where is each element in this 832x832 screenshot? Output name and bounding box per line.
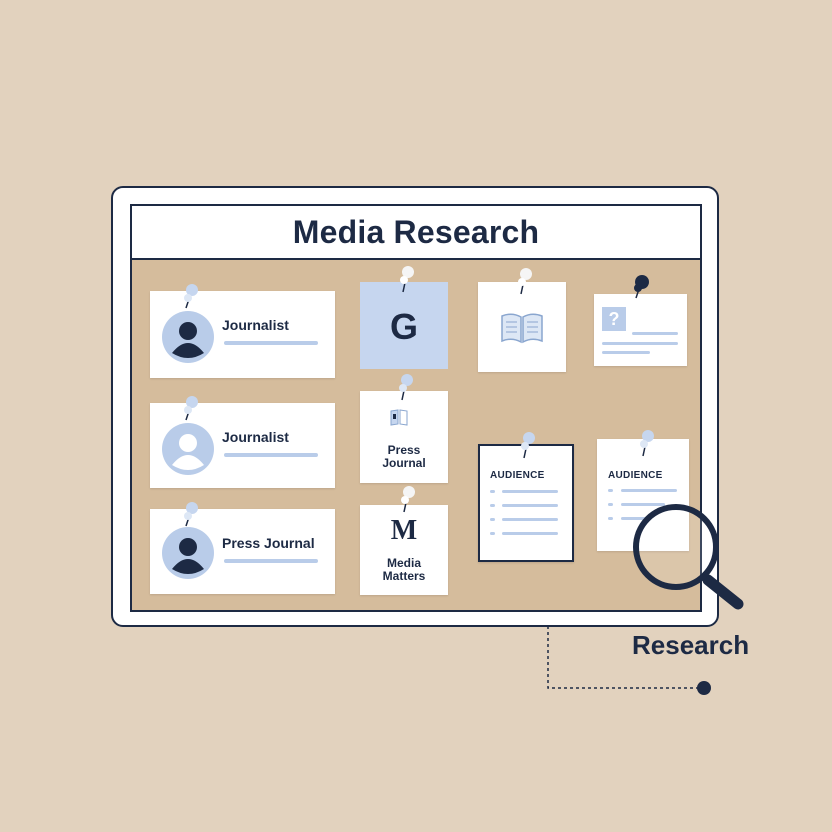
question-mark: ? [608, 308, 620, 329]
pushpin-icon [634, 275, 649, 299]
pushpin-icon [400, 266, 414, 293]
tile-text-line2: Matters [382, 569, 426, 583]
tile-text-line2: Journal [382, 456, 426, 470]
question-mark-box: ? [602, 307, 626, 331]
press-journal-tile[interactable]: Press Journal [360, 391, 448, 483]
question-note-card[interactable]: ? [594, 294, 687, 366]
page-title: Media Research [292, 213, 540, 250]
pushpin-icon [518, 268, 532, 295]
pushpin-icon [521, 432, 535, 459]
pushpin-icon [399, 374, 413, 401]
text-line [632, 332, 678, 335]
research-window: Media Research Journalist Journalist [111, 186, 719, 627]
g-logo-card[interactable]: G [360, 282, 448, 369]
person-avatar-icon [162, 311, 214, 363]
pushpin-icon [184, 502, 198, 527]
card-label: Press Journal [222, 535, 315, 551]
media-matters-tile[interactable]: M Media Matters [360, 505, 448, 595]
person-avatar-icon [162, 423, 214, 475]
bullet-line [490, 490, 495, 493]
pushpin-icon [640, 430, 654, 457]
bullet-line [490, 532, 495, 535]
g-logo: G [389, 306, 418, 347]
bullet-line [490, 504, 495, 507]
text-line [224, 559, 318, 563]
card-label: Journalist [222, 317, 289, 333]
bullet-line [608, 517, 613, 520]
bullet-line [608, 503, 613, 506]
bullet-line [621, 489, 677, 492]
bullet-line [490, 518, 495, 521]
bullet-line [502, 518, 558, 521]
bullet-line [502, 490, 558, 493]
text-line [602, 342, 678, 345]
journalist-card-2[interactable]: Journalist [150, 403, 335, 488]
pushpin-icon [184, 284, 198, 309]
bullet-line [608, 489, 613, 492]
text-line [224, 453, 318, 457]
bullet-line [621, 503, 665, 506]
audience-title: AUDIENCE [608, 470, 663, 481]
journalist-card-1[interactable]: Journalist [150, 291, 335, 378]
newspaper-icon [390, 409, 408, 426]
magnifier-icon [633, 504, 744, 610]
pushpin-icon [401, 486, 415, 513]
bullet-line [502, 532, 558, 535]
bullet-line [502, 504, 558, 507]
title-bar: Media Research [130, 204, 702, 258]
book-card[interactable] [478, 282, 566, 372]
bullet-line [621, 517, 651, 520]
connector-end-dot [697, 681, 711, 695]
tile-text-line1: Press [387, 443, 421, 457]
media-matters-logo: M [390, 515, 418, 546]
audience-card-1[interactable]: AUDIENCE [478, 444, 574, 562]
audience-card-2[interactable]: AUDIENCE [597, 439, 689, 551]
cork-board: Journalist Journalist Press Journal [130, 258, 702, 612]
open-book-icon [501, 313, 543, 344]
person-avatar-icon [162, 527, 214, 579]
text-line [224, 341, 318, 345]
text-line [602, 351, 650, 354]
research-label: Research [632, 630, 750, 660]
pushpin-icon [184, 396, 198, 421]
audience-title: AUDIENCE [490, 470, 545, 481]
card-label: Journalist [222, 429, 289, 445]
press-journal-card[interactable]: Press Journal [150, 509, 335, 594]
tile-text-line1: Media [386, 556, 421, 570]
